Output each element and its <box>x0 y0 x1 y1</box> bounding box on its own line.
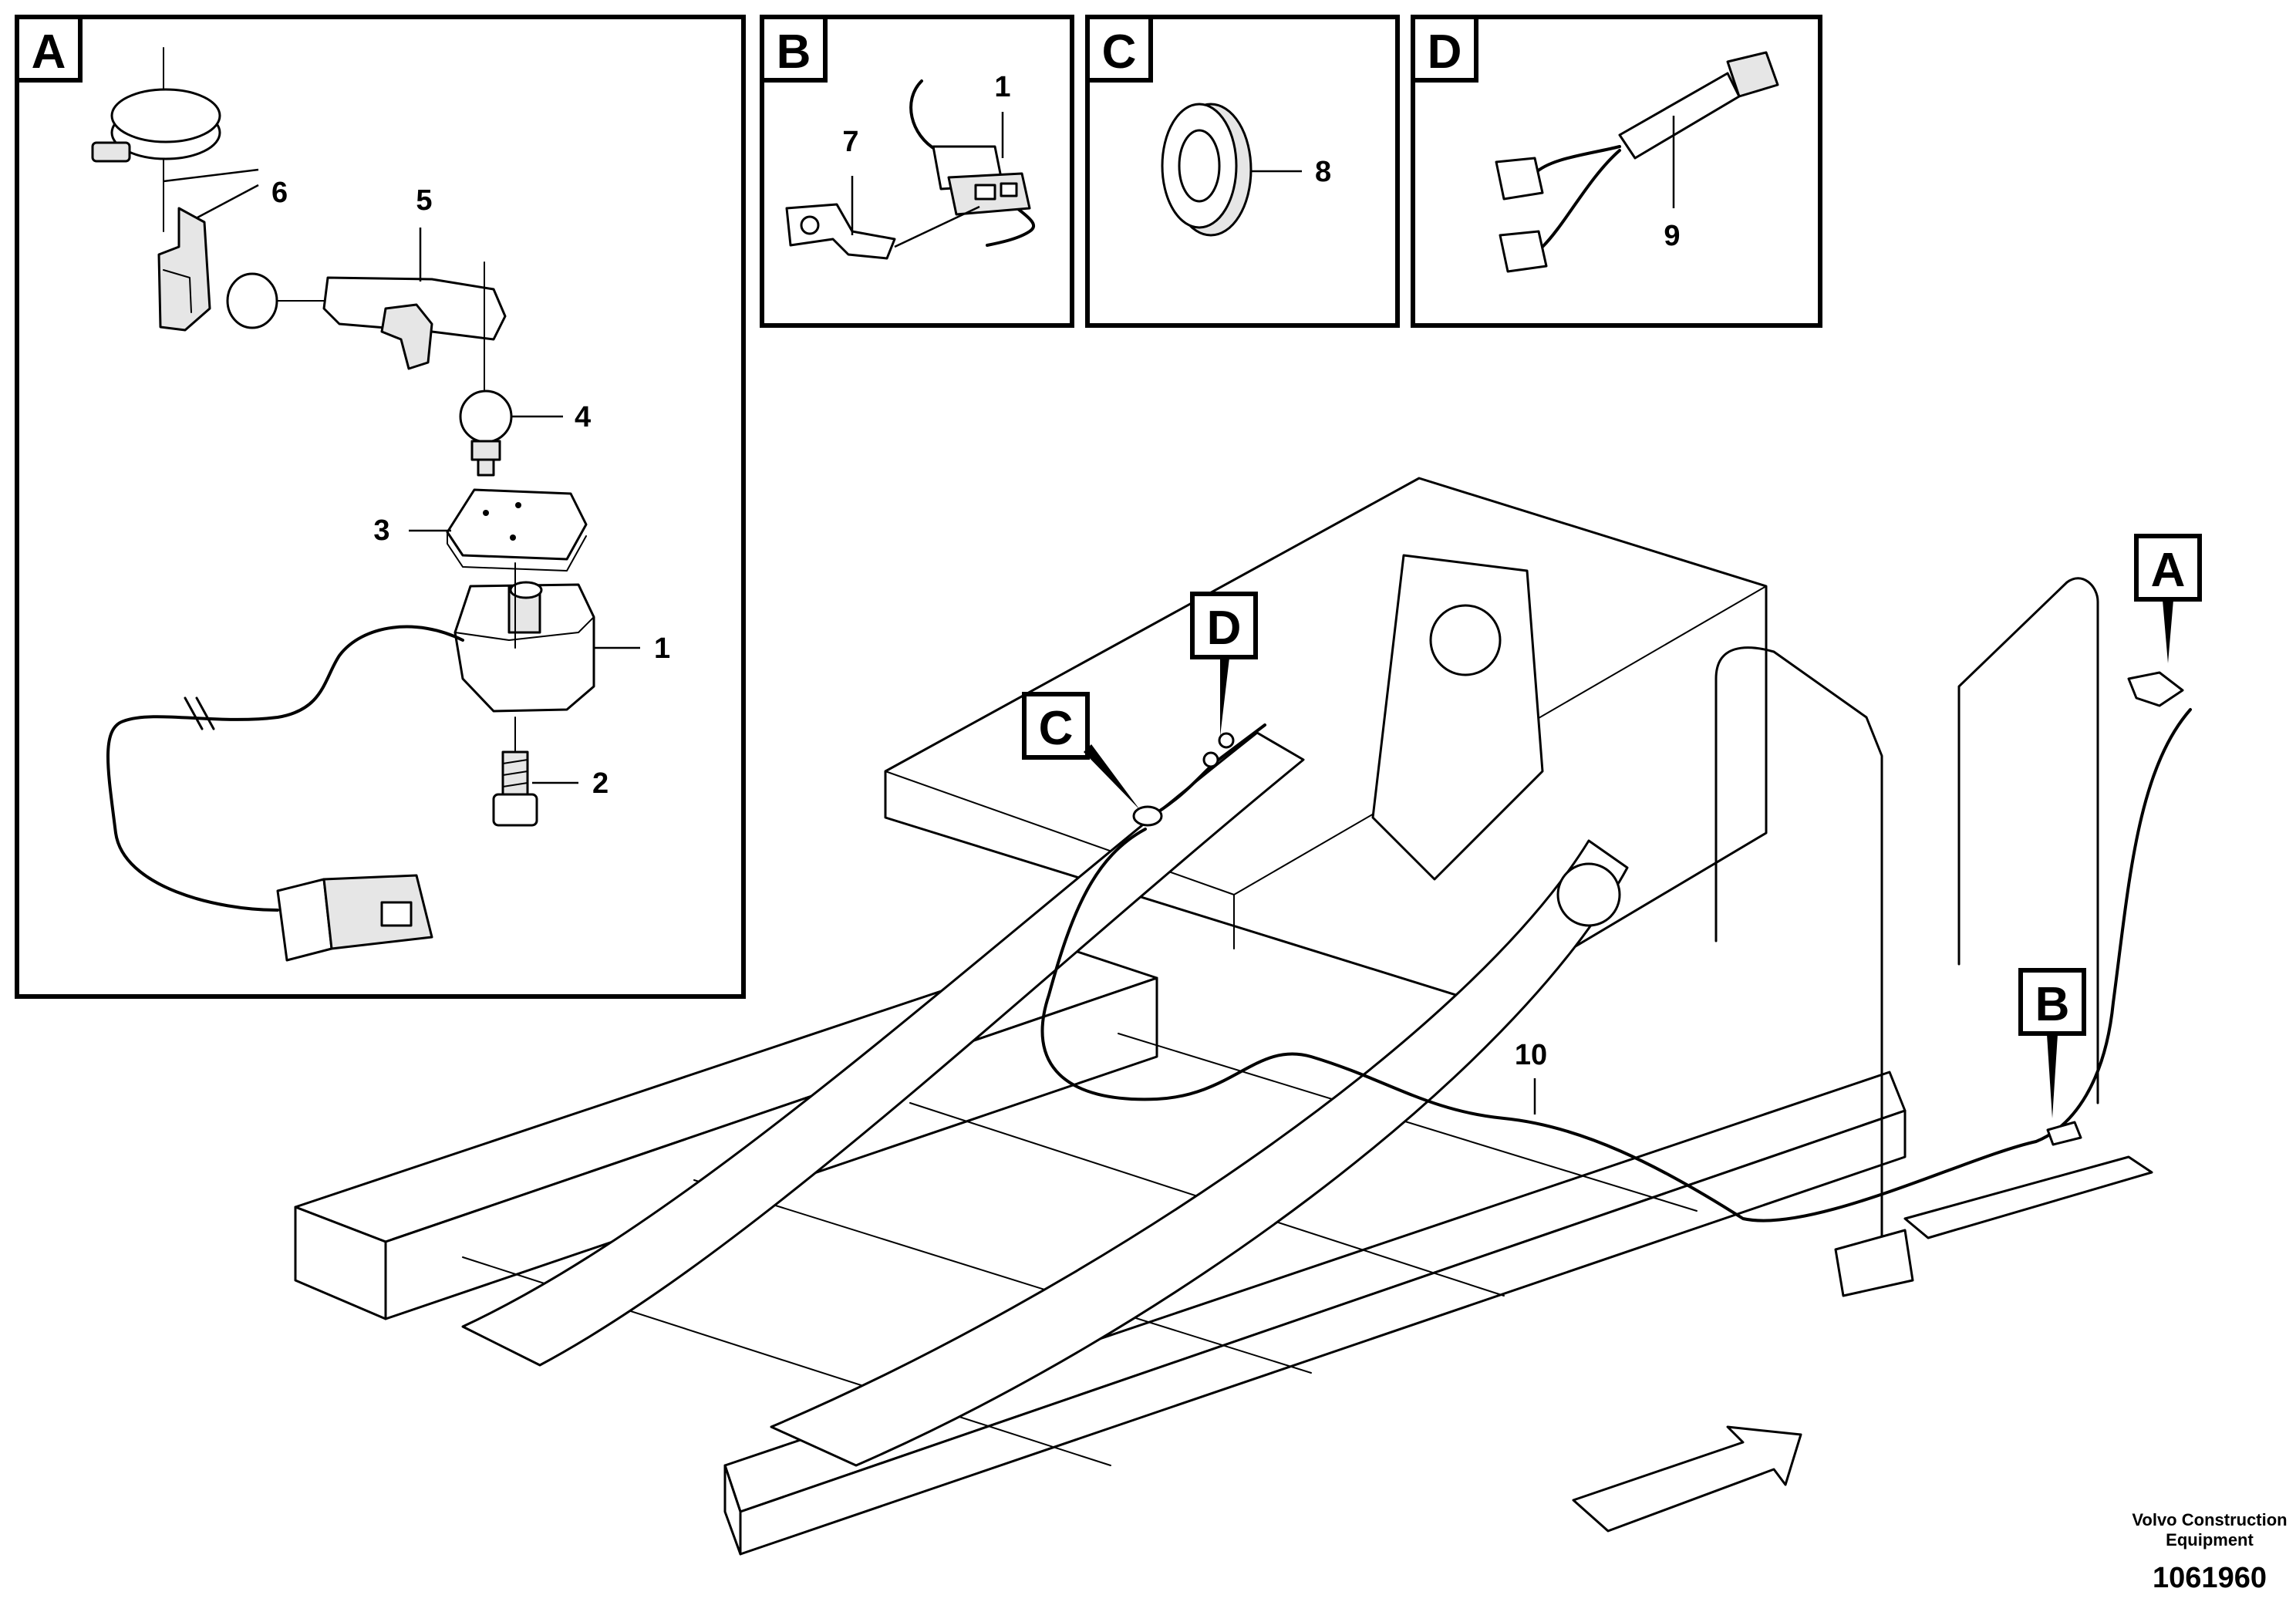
panel-a: A <box>15 15 746 999</box>
svg-text:A: A <box>2151 544 2186 597</box>
mounting-plate-part <box>446 488 588 572</box>
bracket-clip-part <box>785 203 896 260</box>
panel-b-letter: B <box>777 25 811 79</box>
callout-4: 4 <box>575 401 591 433</box>
ball-stud-part <box>459 362 513 477</box>
callout-5: 5 <box>416 184 432 217</box>
callout-8: 8 <box>1315 156 1331 188</box>
connector-plug-part <box>276 874 433 962</box>
grommet-location <box>1132 805 1163 827</box>
callout-10: 10 <box>1515 1039 1547 1071</box>
clamp-ring-part <box>91 47 221 232</box>
callout-3: 3 <box>373 514 389 547</box>
panel-c: C 8 <box>1085 15 1400 328</box>
document-number: 1061960 <box>2153 1562 2267 1594</box>
callout-2: 2 <box>592 767 609 800</box>
power-socket-part <box>453 562 595 713</box>
relay-connector-part <box>932 145 1031 216</box>
callout-9: 9 <box>1664 220 1680 252</box>
panel-d-letter: D <box>1428 25 1462 79</box>
callout-7: 7 <box>842 126 858 158</box>
detail-ref-c: C <box>1022 692 1140 810</box>
callout-6: 6 <box>271 177 288 209</box>
panel-c-letter: C <box>1102 25 1137 79</box>
publisher-line-2: Equipment <box>2166 1530 2254 1549</box>
grommet-part <box>1161 103 1253 237</box>
svg-text:B: B <box>2035 978 2070 1031</box>
publisher-line-1: Volvo Construction <box>2132 1510 2287 1529</box>
screw-part <box>492 717 538 827</box>
detail-ref-d: D <box>1190 592 1258 737</box>
clamp-arm-part <box>322 261 507 370</box>
panel-a-letter: A <box>32 25 66 79</box>
detail-ref-a: A <box>2134 534 2202 663</box>
callout-1-b: 1 <box>994 71 1010 103</box>
frame-assembly-view: A B C D 10 <box>294 477 2202 1556</box>
svg-text:C: C <box>1039 702 1074 755</box>
detail-ref-b: B <box>2018 968 2086 1118</box>
wire-harness-part <box>1495 51 1779 273</box>
svg-text:D: D <box>1207 602 1242 655</box>
direction-arrow <box>1572 1425 1802 1533</box>
panel-b: B 7 1 <box>760 15 1074 328</box>
callout-1: 1 <box>654 632 670 665</box>
panel-d: D 9 <box>1411 15 1822 328</box>
